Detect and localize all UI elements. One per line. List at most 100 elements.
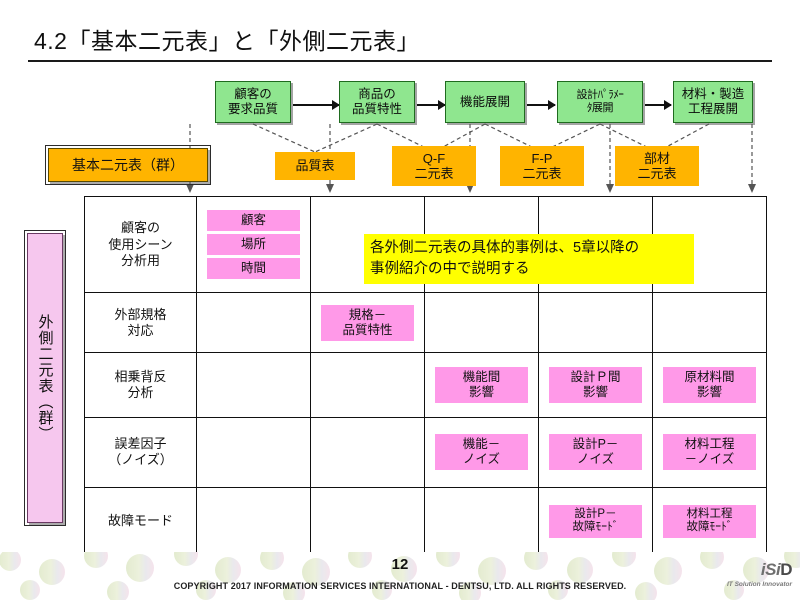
chip-line1: 場所 bbox=[240, 237, 266, 252]
logo-tagline: IT Solution Innovator bbox=[727, 581, 792, 588]
table-cell: 材料工程 －ノイズ bbox=[652, 416, 767, 488]
row-label-line1: 顧客の bbox=[120, 220, 160, 236]
logo-mark-d: D bbox=[780, 560, 792, 579]
table-cell: 設計P－ 故障ﾓｰﾄﾞ bbox=[538, 486, 653, 557]
flow-box-product-quality-characteristics[interactable]: 商品の 品質特性 bbox=[339, 81, 415, 123]
orange-box-line2: 二元表 bbox=[414, 166, 454, 181]
isid-logo: iSiD IT Solution Innovator bbox=[727, 560, 792, 588]
matrix-chip-customer[interactable]: 顧客 bbox=[206, 210, 301, 232]
flow-box-line1: 設計ﾊﾟﾗﾒｰ bbox=[576, 89, 624, 102]
table-row: 相乗背反 分析 機能間 影響 設計Ｐ間 影響 原材料間 影響 bbox=[84, 352, 767, 418]
orange-box-line1: Q-F bbox=[422, 150, 446, 166]
matrix-chip-inter-function-effect[interactable]: 機能間 影響 bbox=[434, 367, 529, 403]
orange-box-fp-matrix[interactable]: F-P 二元表 bbox=[500, 146, 584, 186]
chip-line1: 機能－ bbox=[462, 437, 501, 452]
orange-box-line1: 部材 bbox=[643, 150, 670, 166]
table-cell bbox=[310, 352, 425, 418]
flow-box-line1: 材料・製造 bbox=[681, 87, 745, 102]
chip-line1: 材料工程 bbox=[684, 437, 735, 452]
orange-box-line1: 品質表 bbox=[295, 158, 335, 174]
logo-mark: iSiD bbox=[727, 560, 793, 580]
row-label-line1: 外部規格 bbox=[114, 306, 167, 322]
table-cell bbox=[652, 292, 767, 354]
row-label-line2: 対応 bbox=[127, 322, 154, 338]
matrix-chip-standard-quality-characteristics[interactable]: 規格－ 品質特性 bbox=[320, 304, 415, 341]
table-row: 故障モード 設計P－ 故障ﾓｰﾄﾞ 材料工程 故障ﾓｰﾄﾞ bbox=[84, 486, 767, 557]
row-label-line1: 故障モード bbox=[107, 513, 173, 529]
matrix-chip-design-parameter-noise[interactable]: 設計P－ ノイズ bbox=[548, 434, 643, 471]
title-divider bbox=[28, 60, 772, 62]
matrix-chip-design-parameter-failure-mode[interactable]: 設計P－ 故障ﾓｰﾄﾞ bbox=[548, 504, 643, 539]
chip-line2: 影響 bbox=[582, 385, 608, 399]
chip-line1: 原材料間 bbox=[684, 370, 735, 384]
chip-line2: 影響 bbox=[696, 385, 722, 399]
flow-box-line1: 商品の bbox=[358, 87, 396, 102]
callout-note: 各外側二元表の具体的事例は、5章以降の 事例紹介の中で説明する bbox=[364, 234, 694, 285]
table-cell bbox=[310, 416, 425, 488]
table-row: 誤差因子 （ノイズ） 機能－ ノイズ 設計P－ ノイズ 材料工程 bbox=[84, 416, 767, 488]
chip-line2: ノイズ bbox=[462, 452, 501, 467]
row-label-customer-usage-scene: 顧客の 使用シーン 分析用 bbox=[84, 195, 197, 294]
table-cell: 設計Ｐ間 影響 bbox=[538, 352, 653, 418]
orange-box-quality-table[interactable]: 品質表 bbox=[275, 152, 355, 180]
table-cell: 材料工程 故障ﾓｰﾄﾞ bbox=[652, 486, 767, 557]
flow-box-customer-quality[interactable]: 顧客の 要求品質 bbox=[215, 81, 291, 123]
orange-box-line1: F-P bbox=[531, 150, 553, 166]
row-label-line2: （ノイズ） bbox=[108, 452, 173, 468]
logo-mark-text: iSi bbox=[760, 560, 781, 579]
row-label-noise-factor: 誤差因子 （ノイズ） bbox=[84, 416, 197, 488]
chip-line2: 品質特性 bbox=[342, 322, 393, 337]
table-cell: 顧客 場所 時間 bbox=[196, 195, 311, 294]
flow-box-line2: 要求品質 bbox=[227, 102, 278, 116]
flow-box-line2: ﾀ展開 bbox=[586, 102, 614, 114]
orange-box-parts-matrix[interactable]: 部材 二元表 bbox=[615, 146, 699, 186]
footer-decoration bbox=[0, 552, 800, 600]
flow-box-material-manufacturing-process[interactable]: 材料・製造 工程展開 bbox=[673, 81, 753, 123]
row-label-line2: 分析 bbox=[127, 385, 154, 400]
flow-arrow-1 bbox=[293, 100, 340, 110]
outer-matrix-group-label: 外側二元表（群） bbox=[24, 230, 66, 526]
basic-matrix-group-label: 基本二元表（群） bbox=[45, 145, 211, 185]
outer-matrix-table: 顧客の 使用シーン 分析用 顧客 場所 時間 外部 bbox=[84, 195, 767, 557]
matrix-chip-material-process-failure-mode[interactable]: 材料工程 故障ﾓｰﾄﾞ bbox=[662, 504, 757, 539]
flow-box-line2: 工程展開 bbox=[687, 102, 738, 116]
row-label-line3: 分析用 bbox=[120, 252, 160, 268]
row-label-failure-mode: 故障モード bbox=[84, 486, 197, 557]
orange-box-qf-matrix[interactable]: Q-F 二元表 bbox=[392, 146, 476, 186]
row-label-synergy-tradeoff: 相乗背反 分析 bbox=[84, 352, 197, 418]
outer-matrix-group-label-text: 外側二元表（群） bbox=[36, 314, 54, 442]
matrix-chip-place[interactable]: 場所 bbox=[206, 234, 301, 256]
chip-line2: 影響 bbox=[468, 385, 494, 399]
orange-box-line2: 二元表 bbox=[637, 166, 677, 181]
chip-line2: 故障ﾓｰﾄﾞ bbox=[572, 521, 619, 534]
chip-line1: 設計P－ bbox=[572, 437, 619, 452]
flow-arrow-3 bbox=[527, 100, 556, 110]
table-cell bbox=[196, 416, 311, 488]
table-cell: 設計P－ ノイズ bbox=[538, 416, 653, 488]
row-label-line2: 使用シーン bbox=[108, 236, 173, 252]
chip-line1: 規格－ bbox=[348, 307, 387, 322]
table-row: 外部規格 対応 規格－ 品質特性 bbox=[84, 292, 767, 354]
row-label-line1: 相乗背反 bbox=[114, 368, 167, 384]
matrix-chip-inter-design-parameter-effect[interactable]: 設計Ｐ間 影響 bbox=[548, 367, 643, 403]
basic-matrix-group-label-text: 基本二元表（群） bbox=[72, 157, 184, 173]
flow-box-function-deployment[interactable]: 機能展開 bbox=[445, 81, 525, 123]
chip-line1: 設計P－ bbox=[574, 507, 617, 520]
flow-box-design-parameter-deployment[interactable]: 設計ﾊﾟﾗﾒｰ ﾀ展開 bbox=[557, 81, 643, 123]
orange-box-line2: 二元表 bbox=[522, 166, 562, 181]
matrix-chip-inter-raw-material-effect[interactable]: 原材料間 影響 bbox=[662, 367, 757, 403]
matrix-chip-function-noise[interactable]: 機能－ ノイズ bbox=[434, 434, 529, 471]
flow-box-line1: 顧客の bbox=[234, 87, 272, 102]
page-number: 12 bbox=[391, 556, 409, 573]
flow-box-line2: 品質特性 bbox=[351, 102, 402, 116]
table-cell bbox=[538, 292, 653, 354]
matrix-chip-time[interactable]: 時間 bbox=[206, 258, 301, 280]
chip-line1: 時間 bbox=[240, 261, 266, 276]
table-cell: 原材料間 影響 bbox=[652, 352, 767, 418]
chip-line2: 故障ﾓｰﾄﾞ bbox=[686, 521, 733, 534]
table-cell bbox=[424, 292, 539, 354]
chip-line1: 材料工程 bbox=[686, 507, 733, 520]
flow-arrow-4 bbox=[645, 100, 672, 110]
matrix-chip-material-process-noise[interactable]: 材料工程 －ノイズ bbox=[662, 434, 757, 471]
copyright-notice: COPYRIGHT 2017 INFORMATION SERVICES INTE… bbox=[173, 581, 627, 591]
